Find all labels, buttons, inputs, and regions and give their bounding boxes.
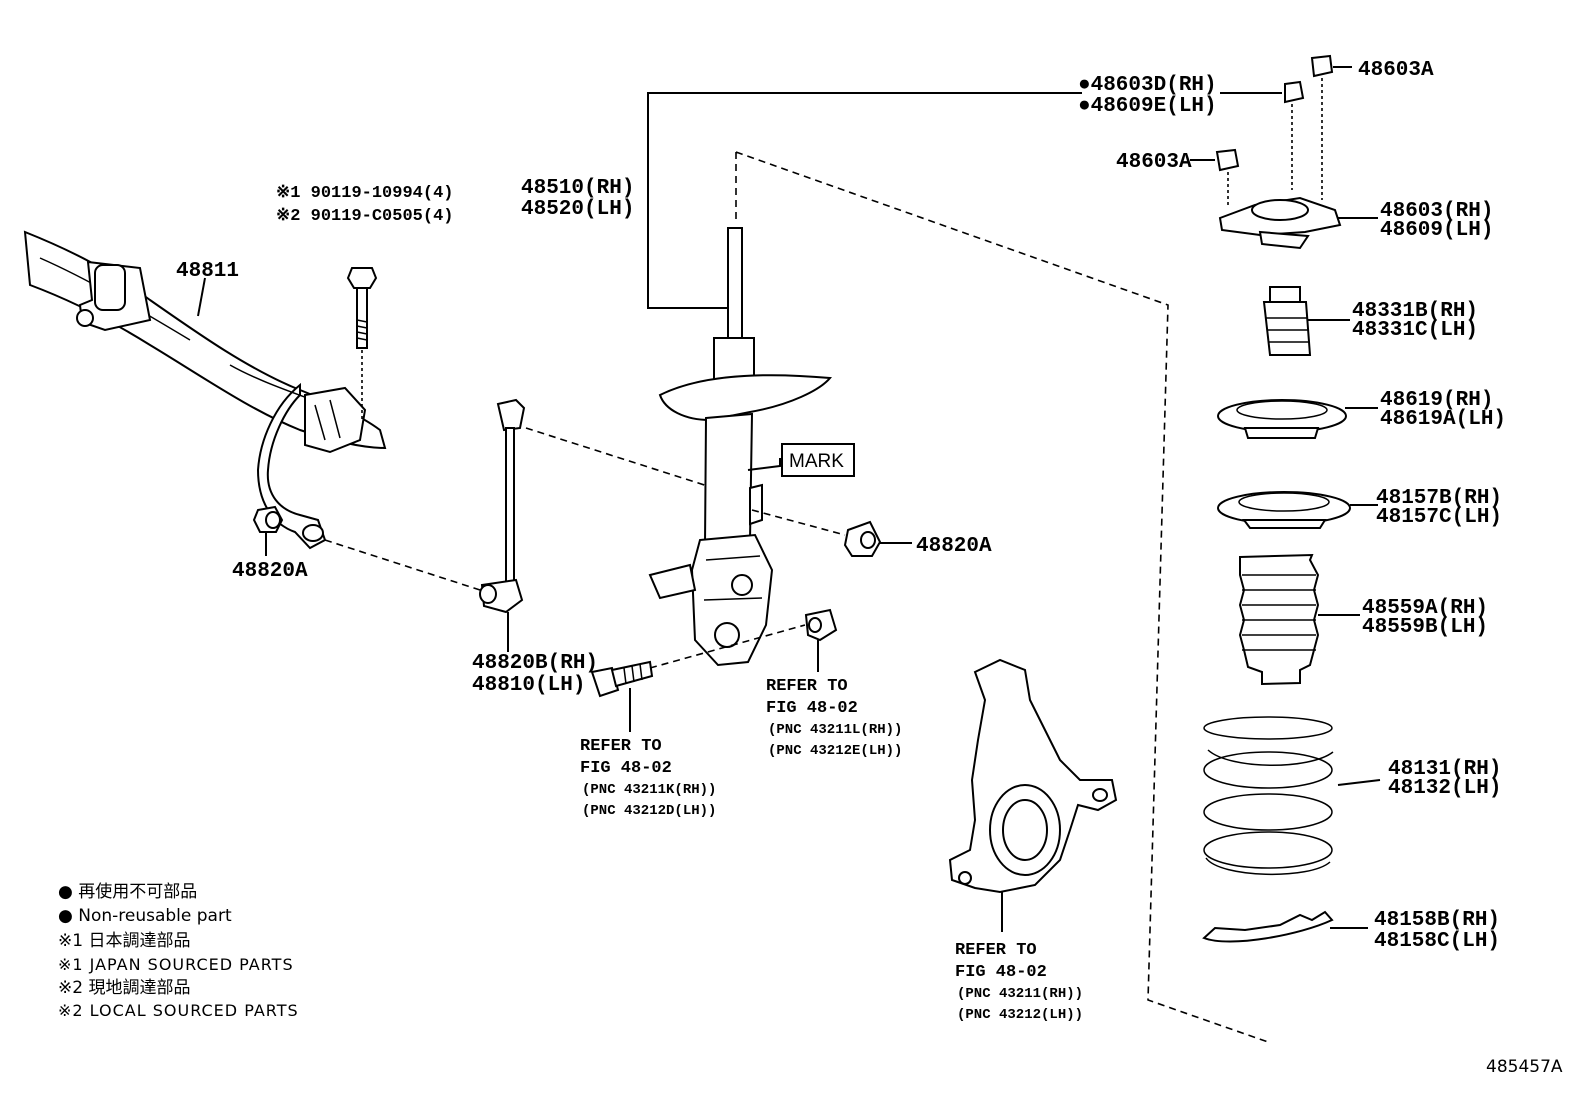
refer2-line1: REFER TO [766, 677, 848, 696]
refer3-line4: (PNC 43212(LH)) [957, 1007, 1083, 1023]
assembly-line [735, 151, 1269, 1043]
nut-48603A-side [1190, 148, 1240, 205]
label-48331B: 48331B(RH) [1352, 300, 1478, 323]
legend-line-5: ※2 現地調達部品 [58, 978, 190, 998]
legend-line-6: ※2 LOCAL SOURCED PARTS [58, 1001, 299, 1020]
label-48131: 48131(RH) [1388, 758, 1501, 781]
label-48559A: 48559A(RH) [1362, 597, 1488, 620]
refer1-line4: (PNC 43212D(LH)) [582, 803, 716, 819]
label-48609E: ●48609E(LH) [1078, 95, 1217, 118]
bushing-48820A-left [252, 505, 284, 556]
refer1-line1: REFER TO [580, 737, 662, 756]
label-48510: 48510(RH) [521, 177, 634, 200]
legend-line-1: ● 再使用不可部品 [58, 881, 197, 902]
refer2-line2: FIG 48-02 [766, 699, 858, 718]
label-48820A-right: 48820A [916, 535, 992, 558]
label-48520: 48520(LH) [521, 198, 634, 221]
mark-box [781, 443, 855, 477]
bolt-90119 [346, 267, 378, 420]
label-48158B: 48158B(RH) [1374, 909, 1500, 932]
label-48820B: 48820B(RH) [472, 652, 598, 675]
refer3-line3: (PNC 43211(RH)) [957, 986, 1083, 1002]
lower-insulator [1202, 910, 1368, 943]
stabilizer-link [324, 398, 721, 652]
label-48603A-side: 48603A [1116, 151, 1192, 174]
label-48559B: 48559B(LH) [1362, 616, 1488, 639]
label-48619: 48619(RH) [1380, 389, 1493, 412]
refer2-line4: (PNC 43212E(LH)) [768, 743, 902, 759]
dust-boot [1238, 553, 1360, 686]
label-48810: 48810(LH) [472, 674, 585, 697]
legend-line-4: ※1 JAPAN SOURCED PARTS [58, 955, 294, 974]
refer1-line2: FIG 48-02 [580, 759, 672, 778]
label-48609: 48609(LH) [1380, 219, 1493, 242]
coil-spring [1203, 716, 1381, 875]
nut-48603D [1220, 80, 1305, 190]
label-bolt-2: ※2 90119-C0505(4) [276, 207, 453, 226]
nut-48603A-top [1310, 54, 1352, 200]
label-48132: 48132(LH) [1388, 777, 1501, 800]
label-48157C: 48157C(LH) [1376, 506, 1502, 529]
label-48820A-left: 48820A [232, 560, 308, 583]
label-48603: 48603(RH) [1380, 200, 1493, 223]
refer3-line1: REFER TO [955, 941, 1037, 960]
upper-support [1218, 196, 1378, 250]
bushing-48820A-right [751, 509, 912, 557]
refer1-line3: (PNC 43211K(RH)) [582, 782, 716, 798]
strut-assembly [590, 92, 1082, 732]
label-48158C: 48158C(LH) [1374, 930, 1500, 953]
refer2-line3: (PNC 43211L(RH)) [768, 722, 902, 738]
figure-id: 485457A [1486, 1057, 1563, 1077]
label-48811: 48811 [176, 260, 239, 283]
label-48331C: 48331C(LH) [1352, 319, 1478, 342]
legend-line-3: ※1 日本調達部品 [58, 931, 190, 951]
label-48603A-top: 48603A [1358, 59, 1434, 82]
bump-stopper [1262, 286, 1350, 356]
steering-knuckle [948, 658, 1118, 932]
spring-insulator [1217, 491, 1378, 529]
label-48603D: ●48603D(RH) [1078, 74, 1217, 97]
part-labels: 48811 ※1 90119-10994(4) ※2 90119-C0505(4… [176, 59, 1506, 1023]
label-48157B: 48157B(RH) [1376, 487, 1502, 510]
refer3-line2: FIG 48-02 [955, 963, 1047, 982]
label-mark: MARK [789, 451, 844, 472]
label-bolt-1: ※1 90119-10994(4) [276, 184, 453, 203]
upper-spring-seat [1217, 399, 1378, 439]
legend: ● 再使用不可部品 ● Non-reusable part ※1 日本調達部品 … [58, 881, 299, 1020]
label-48619A: 48619A(LH) [1380, 408, 1506, 431]
legend-line-2: ● Non-reusable part [58, 906, 232, 926]
